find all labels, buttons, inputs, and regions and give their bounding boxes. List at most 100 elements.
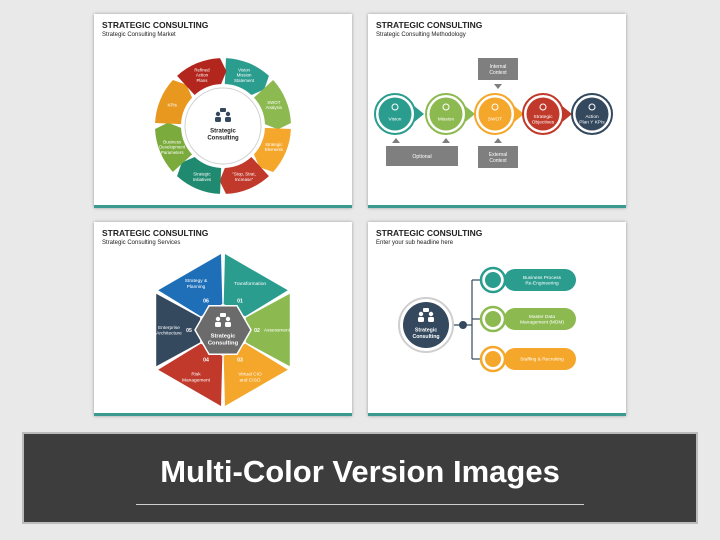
segment-label: and CISO: [239, 377, 260, 383]
cycle-segment: [224, 58, 269, 96]
segment-label: Enterprise: [158, 325, 180, 331]
segment-label: Transformation: [234, 281, 266, 287]
item-label: Master Data: [529, 314, 555, 320]
segment-label: Risk: [191, 372, 201, 378]
box-label: Context: [489, 158, 507, 164]
person-head: [215, 316, 221, 322]
center-circle: [184, 87, 262, 165]
person-body: [215, 322, 221, 327]
item-pill: [504, 269, 576, 291]
person-head: [215, 111, 221, 117]
hex-segment: [245, 293, 290, 367]
arrow-up: [392, 138, 400, 143]
center-label: Consulting: [208, 341, 239, 347]
slide-subtitle: Enter your sub headline here: [376, 240, 454, 246]
slide-subtitle: Strategic Consulting Services: [102, 240, 181, 246]
segment-label: "Stop, Strat,: [232, 172, 256, 177]
arrow-up: [494, 138, 502, 143]
segment-number: 03: [237, 357, 243, 363]
center-label: Consulting: [412, 334, 439, 340]
item-icon: [485, 311, 501, 327]
step-label: SWOT: [488, 117, 502, 123]
cycle-segment: [177, 156, 222, 194]
internal-context-box: [478, 58, 518, 80]
arrow-up: [442, 138, 450, 143]
person-head: [418, 311, 424, 317]
segment-number: 06: [203, 299, 209, 305]
speech-bubble: [220, 313, 226, 317]
speech-bubble: [423, 308, 429, 312]
step-label: Plan Y KPIs: [579, 120, 605, 126]
step-circle: [478, 97, 512, 131]
speech-bubble: [220, 108, 226, 112]
box-label: Context: [489, 70, 507, 76]
banner-title: Multi-Color Version Images: [160, 454, 560, 489]
person-body: [428, 317, 434, 322]
step-arrow: [464, 105, 475, 123]
segment-label: Management: [182, 377, 211, 383]
box-label: Optional: [412, 154, 431, 160]
segment-label: Parameters: [161, 150, 184, 155]
step-circle: [378, 97, 412, 131]
consulting-icon: [418, 308, 434, 322]
step-circle: [575, 97, 609, 131]
segment-label: Plans: [196, 78, 208, 83]
consulting-icon: [215, 313, 231, 327]
cycle-segment: [155, 80, 193, 125]
slide-subtitle: Strategic Consulting Market: [102, 32, 176, 38]
step-icon: [588, 103, 596, 111]
segment-label: Refined: [194, 67, 210, 72]
hex-segment: [158, 343, 223, 406]
segment-label: Strategic: [193, 172, 211, 177]
banner-divider: [136, 504, 584, 505]
center-circle: [403, 302, 449, 348]
center-label: Consulting: [207, 136, 239, 142]
arrow-down: [494, 84, 502, 89]
slide-market: STRATEGIC CONSULTING Strategic Consultin…: [94, 14, 352, 208]
step-label: Strategic: [534, 114, 554, 120]
item-label: Business Process: [523, 275, 562, 281]
step-arrow: [561, 105, 572, 123]
step-circle: [526, 97, 560, 131]
segment-label: Planning: [187, 284, 206, 290]
step-icon: [539, 103, 547, 111]
center-label: Strategic: [211, 334, 237, 340]
cycle-segment: [219, 156, 269, 194]
person-head: [428, 311, 434, 317]
segment-label: Vision: [238, 67, 250, 72]
segment-label: Virtual CIO: [238, 372, 262, 378]
cycle-segment: [177, 58, 227, 96]
slide-title: STRATEGIC CONSULTING: [376, 228, 483, 238]
banner: Multi-Color Version Images: [22, 432, 698, 524]
segment-label: Strategy &: [185, 278, 208, 284]
slide-title: STRATEGIC CONSULTING: [102, 20, 209, 30]
person-head: [225, 111, 231, 117]
slide-title: STRATEGIC CONSULTING: [102, 228, 209, 238]
segment-number: 01: [237, 299, 243, 305]
external-context-box: [478, 146, 518, 168]
step-label: Action: [585, 114, 599, 120]
hex-segment: [158, 254, 223, 317]
item-label: Staffing & Recruiting: [520, 357, 564, 363]
step-icon: [491, 103, 499, 111]
optional-box: [386, 146, 458, 166]
junction-dot: [459, 321, 467, 329]
segment-label: Elements: [265, 147, 284, 152]
center-hexagon: [194, 305, 252, 355]
center-label: Strategic: [415, 328, 437, 334]
item-pill: [504, 308, 576, 330]
box-label: Internal: [490, 64, 507, 70]
segment-number: 02: [254, 328, 260, 334]
item-icon: [485, 351, 501, 367]
slide-methodology: STRATEGIC CONSULTING Strategic Consultin…: [368, 14, 626, 208]
segment-label: Statement: [234, 78, 255, 83]
segment-label: Business: [163, 139, 182, 144]
cycle-segment: [253, 127, 291, 172]
hex-segment: [156, 293, 201, 367]
segment-label: Mission: [237, 73, 252, 78]
step-arrow: [513, 105, 524, 123]
center-label: Strategic: [210, 129, 236, 135]
item-icon: [485, 272, 501, 288]
